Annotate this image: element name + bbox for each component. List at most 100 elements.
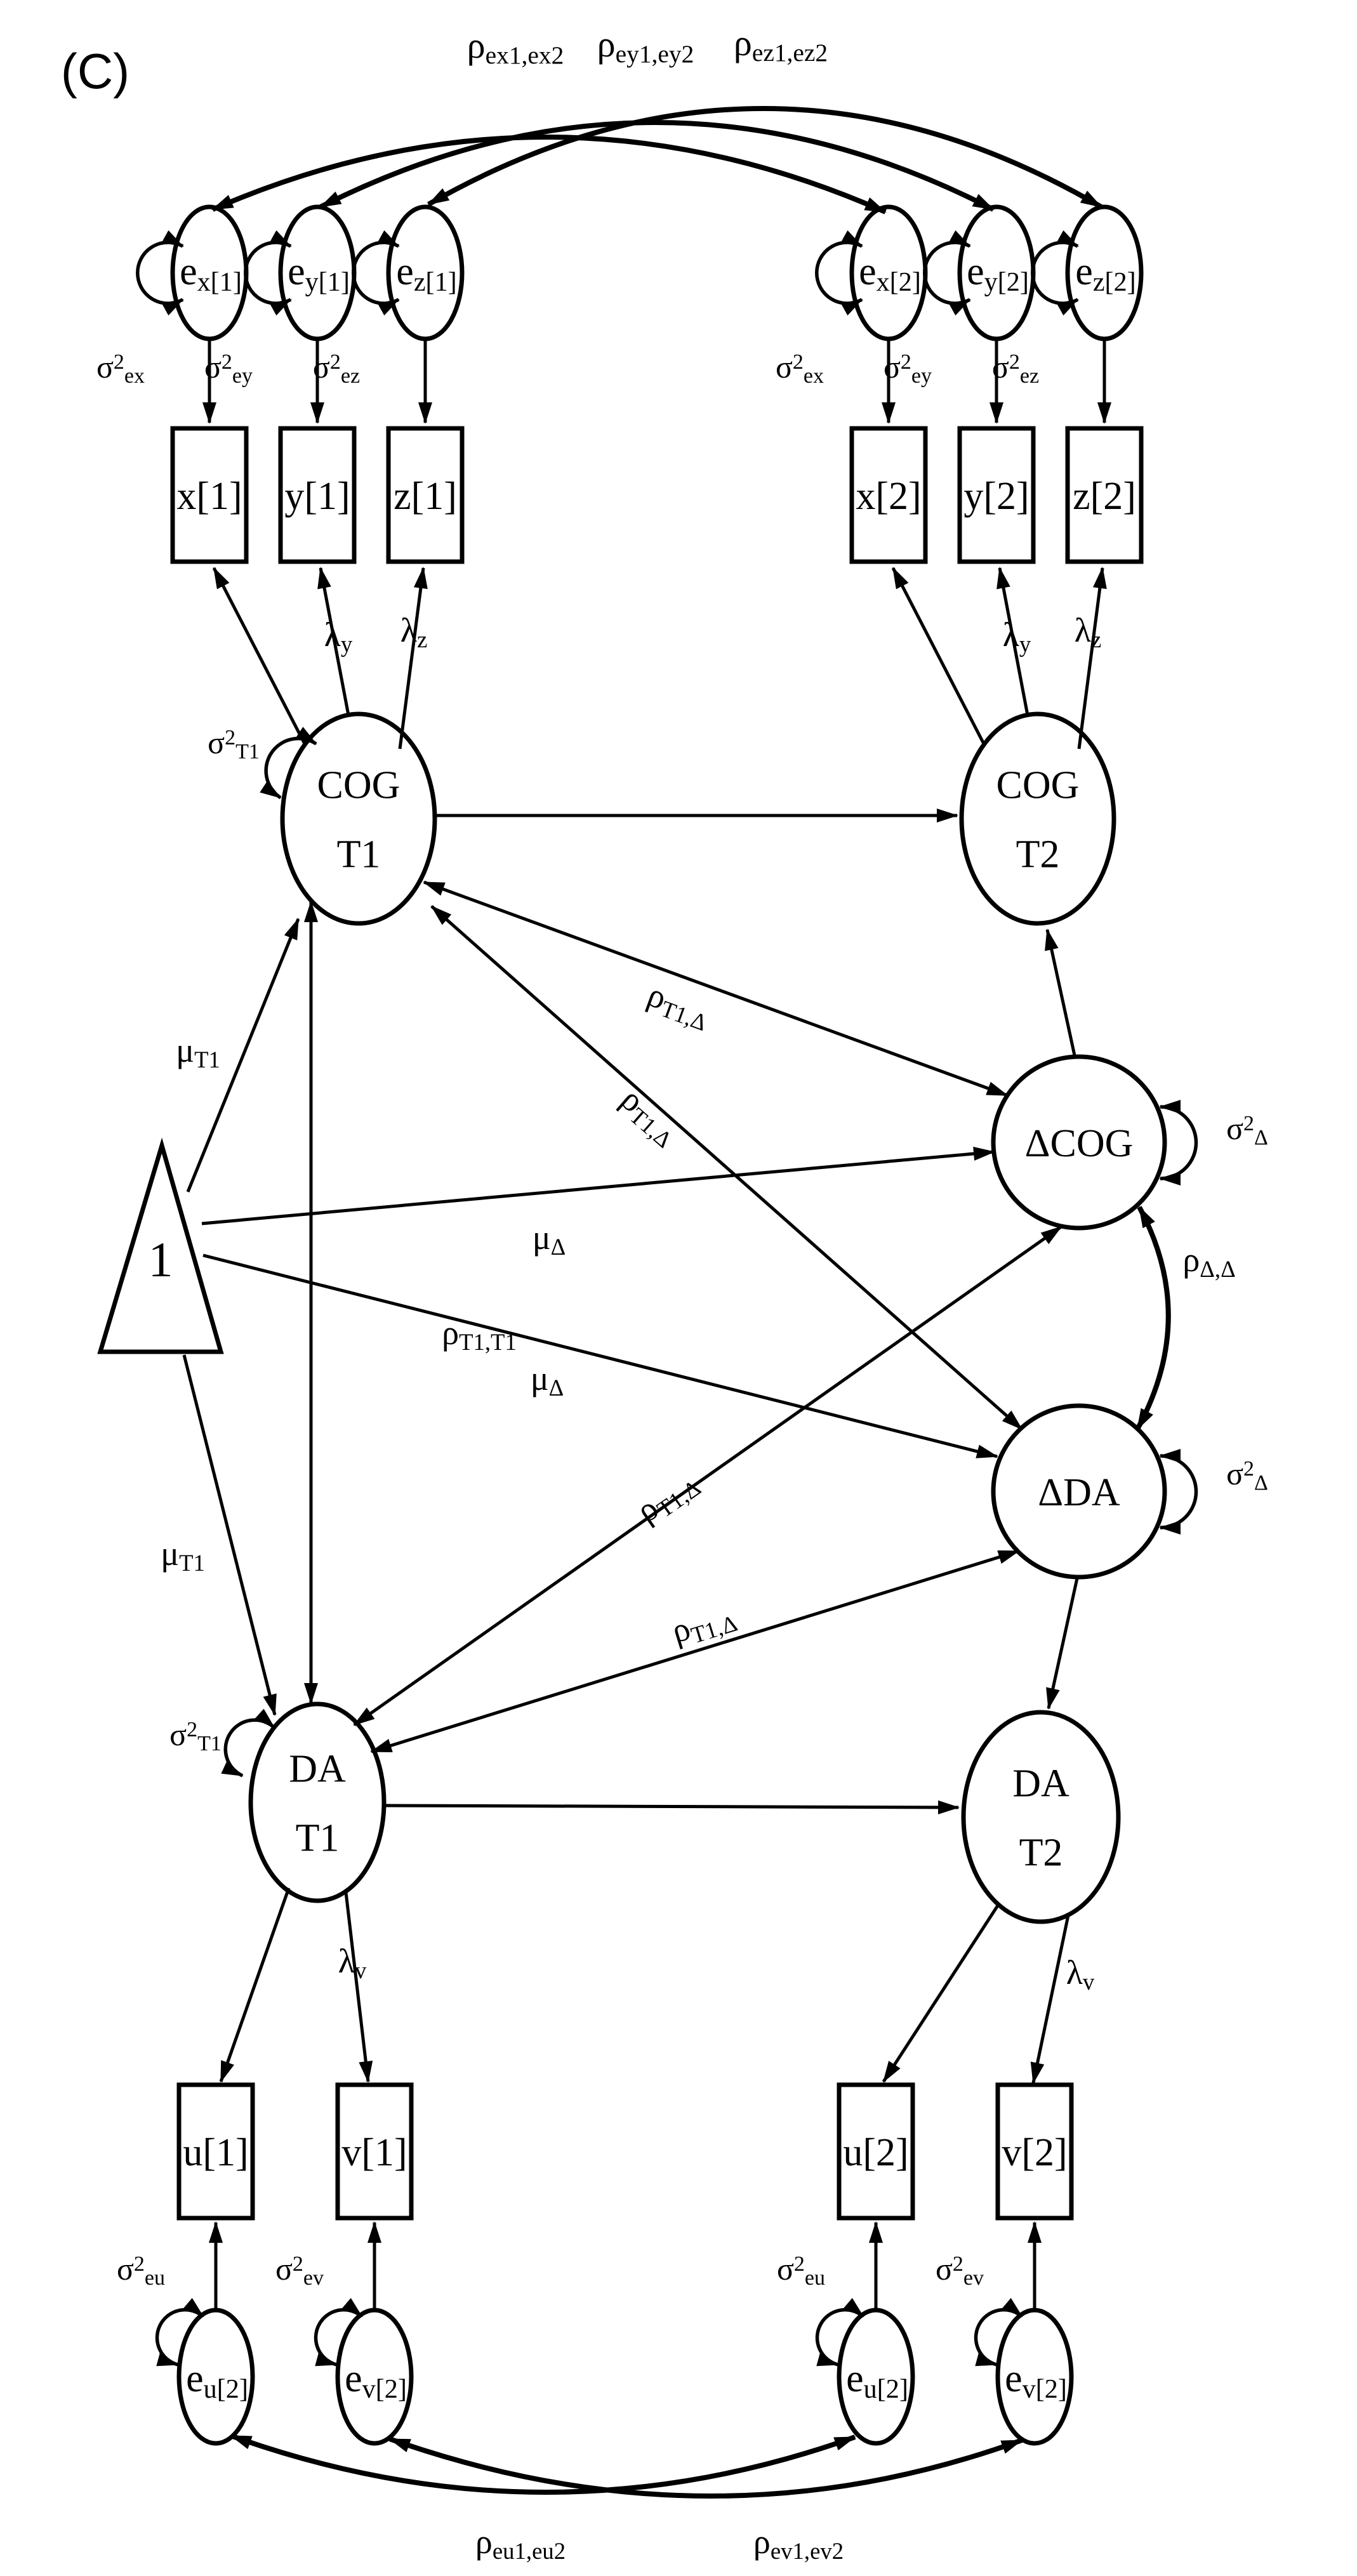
- loop-var-ez1: [352, 230, 400, 316]
- label-error-ey1: ey[1]: [288, 250, 350, 298]
- label-x2: x[2]: [856, 475, 922, 518]
- label-rho-ev1ev2: ρev1,ev2: [753, 2523, 844, 2564]
- arrow-deltacog-cogt2: [1045, 928, 1076, 1056]
- label-error-ev2: ev[2]: [1005, 2357, 1067, 2405]
- arrow-cogt2-y2: [996, 567, 1029, 716]
- cov-rho-t1delta-cog-dda: [430, 905, 1023, 1430]
- label-z2: z[2]: [1073, 475, 1136, 518]
- arrow-mu-t1-da: [182, 1354, 277, 1716]
- box-u1: [176, 2082, 255, 2221]
- loop-var-delta-cog: [1159, 1100, 1198, 1186]
- label-var-ex2: σ2ex: [775, 349, 824, 388]
- label-var-ez1: σ2ez: [312, 349, 361, 388]
- label-y2: y[2]: [963, 475, 1029, 518]
- label-delta-da: ΔDA: [1038, 1471, 1120, 1514]
- label-var-ey2: σ2ey: [883, 349, 932, 388]
- cov-rho-t1delta-da-dda: [370, 1549, 1020, 1754]
- label-da-t2-line1: DA: [1012, 1762, 1069, 1806]
- arc-rho-delta-delta: [1135, 1206, 1171, 1430]
- label-lambda-v-t1: λv: [338, 1942, 367, 1983]
- label-var-ev1: σ2ev: [275, 2251, 324, 2290]
- label-var-delta-da: σ2Δ: [1226, 1456, 1268, 1495]
- arc-rho-ex1-ex2: [211, 135, 887, 215]
- arrow-mu-delta-cog: [201, 1146, 995, 1225]
- arrow-dat2-u2: [882, 1903, 1000, 2083]
- cov-rho-t1delta-cog-dcog: [423, 880, 1009, 1097]
- loop-var-eu2: [815, 2297, 864, 2367]
- arrow-dat1-dat2: [385, 1800, 960, 1814]
- arc-rho-ez1-ez2: [427, 106, 1103, 209]
- label-cog-t2-line2: T2: [1016, 833, 1060, 876]
- label-da-t2: DA T2: [1012, 1750, 1069, 1887]
- loop-var-ev1: [314, 2297, 363, 2367]
- label-x1: x[1]: [176, 475, 242, 518]
- label-u2: u[2]: [843, 2131, 909, 2174]
- box-v2: [995, 2082, 1074, 2221]
- label-da-t1: DA T1: [289, 1735, 346, 1873]
- label-cog-t1-line1: COG: [317, 763, 400, 807]
- label-error-ev1: ev[2]: [345, 2357, 407, 2405]
- label-v1: v[1]: [341, 2131, 407, 2174]
- label-da-t1-line1: DA: [289, 1747, 346, 1791]
- arc-rho-ey1-ey2: [319, 120, 995, 212]
- label-var-eu2: σ2eu: [776, 2251, 826, 2290]
- arc-rho-eu1-eu2: [230, 2433, 856, 2495]
- label-v2: v[2]: [1002, 2131, 1068, 2174]
- arrow-cogt2-x2: [891, 567, 986, 745]
- arrow-dat1-v1: [344, 1892, 373, 2083]
- label-error-ez1: ez[1]: [396, 250, 457, 298]
- box-x1: [170, 426, 249, 564]
- arc-rho-ev1-ev2: [388, 2436, 1023, 2499]
- box-u2: [837, 2082, 915, 2221]
- label-var-delta-cog: σ2Δ: [1226, 1111, 1268, 1150]
- label-var-da-t1: σ2T1: [169, 1717, 222, 1756]
- loop-var-delta-da: [1159, 1449, 1198, 1535]
- label-lambda-v-t2: λv: [1066, 1953, 1095, 1995]
- arrow-dat1-u1: [219, 1887, 291, 2083]
- loop-var-eu1: [155, 2297, 204, 2367]
- loop-var-ez2: [1031, 230, 1079, 316]
- label-mu-t1-da: μT1: [161, 1535, 205, 1576]
- label-u1: u[1]: [183, 2131, 249, 2174]
- latent-cog-t2: [959, 711, 1116, 926]
- label-rho-t1t1: ρT1,T1: [442, 1314, 517, 1355]
- label-var-ey1: σ2ey: [204, 349, 253, 388]
- label-constant-1: 1: [148, 1232, 173, 1287]
- arrow-cogt1-y1: [317, 567, 350, 716]
- arrow-cogt1-z1: [398, 567, 428, 750]
- label-lambda-z-t1: λz: [400, 611, 428, 652]
- label-cog-t1-line2: T1: [336, 833, 381, 876]
- label-rho-ez1ez2: ρez1,ez2: [733, 22, 828, 67]
- box-y1: [278, 426, 357, 564]
- box-v1: [335, 2082, 414, 2221]
- label-error-ex1: ex[1]: [180, 250, 242, 298]
- box-z2: [1065, 426, 1144, 564]
- label-error-ey2: ey[2]: [967, 250, 1029, 298]
- arrow-dat2-v2: [1030, 1915, 1070, 2084]
- latent-cog-t1: [280, 711, 437, 926]
- arrow-mu-t1-cog: [186, 918, 300, 1192]
- label-cog-t2-line1: COG: [996, 763, 1080, 807]
- label-lambda-z-t2: λz: [1074, 611, 1102, 652]
- label-mu-t1-cog: μT1: [176, 1031, 220, 1073]
- label-error-eu2: eu[2]: [846, 2357, 908, 2405]
- arrow-deltada-dat2: [1046, 1578, 1079, 1710]
- box-x2: [849, 426, 928, 564]
- label-y1: y[1]: [284, 475, 350, 518]
- label-var-ev2: σ2ev: [935, 2251, 984, 2290]
- label-cog-t1: COG T1: [317, 751, 400, 889]
- label-error-eu1: eu[2]: [186, 2357, 248, 2405]
- loop-var-ey2: [923, 230, 971, 316]
- arrow-cogt1-x1: [212, 567, 307, 745]
- label-mu-delta-da: μΔ: [530, 1359, 564, 1401]
- arrow-cogt2-z2: [1077, 567, 1107, 750]
- label-da-t2-line2: T2: [1019, 1831, 1063, 1874]
- loop-var-da-t1: [221, 1708, 275, 1778]
- label-lambda-y-t1: λy: [324, 616, 353, 657]
- label-var-cog-t1: σ2T1: [208, 725, 260, 764]
- label-rho-ey1ey2: ρey1,ey2: [597, 23, 694, 69]
- label-var-ex1: σ2ex: [96, 349, 145, 388]
- loop-var-ex1: [136, 230, 184, 316]
- label-z1: z[1]: [394, 475, 457, 518]
